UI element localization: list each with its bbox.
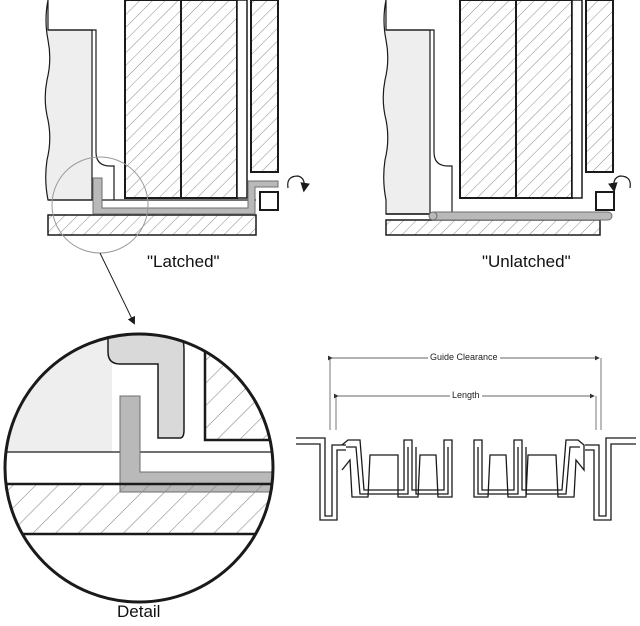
door-hatch-3	[459, 0, 517, 199]
latched-view	[44, 0, 310, 325]
door-hatch-2	[180, 0, 238, 199]
door-hatch-4	[515, 0, 573, 199]
frame-hatch-2	[585, 0, 614, 173]
rotate-arrow-latched	[287, 175, 310, 193]
panel-unlatched	[382, 0, 431, 215]
sill-hatch	[47, 214, 257, 236]
latched-label: "Latched"	[147, 252, 220, 271]
panel-latched	[44, 0, 93, 201]
keeper-unlatched	[595, 191, 615, 211]
slat-profile-left	[341, 439, 453, 498]
detail-label: Detail	[117, 602, 161, 621]
rotate-arrow-unlatched	[608, 175, 631, 193]
detail-view	[3, 332, 275, 604]
detail-circle-border	[3, 332, 275, 604]
length-label: Length	[450, 390, 482, 400]
latch-bar-unlatched	[430, 211, 613, 221]
sill-hatch-2	[385, 219, 601, 236]
detail-leader-line	[99, 252, 135, 325]
guide-clearance-label: Guide Clearance	[428, 352, 500, 362]
frame-hatch	[250, 0, 279, 173]
door-hatch-1	[124, 0, 182, 199]
detail-panel	[5, 334, 112, 452]
keeper-latched	[259, 191, 279, 211]
detail-sill-hatch	[5, 484, 273, 534]
profile-view	[296, 355, 636, 521]
unlatched-label: "Unlatched"	[482, 252, 571, 271]
latch-bar-latched	[92, 177, 279, 215]
unlatched-view	[382, 0, 631, 236]
slat-profile-right	[473, 439, 585, 498]
